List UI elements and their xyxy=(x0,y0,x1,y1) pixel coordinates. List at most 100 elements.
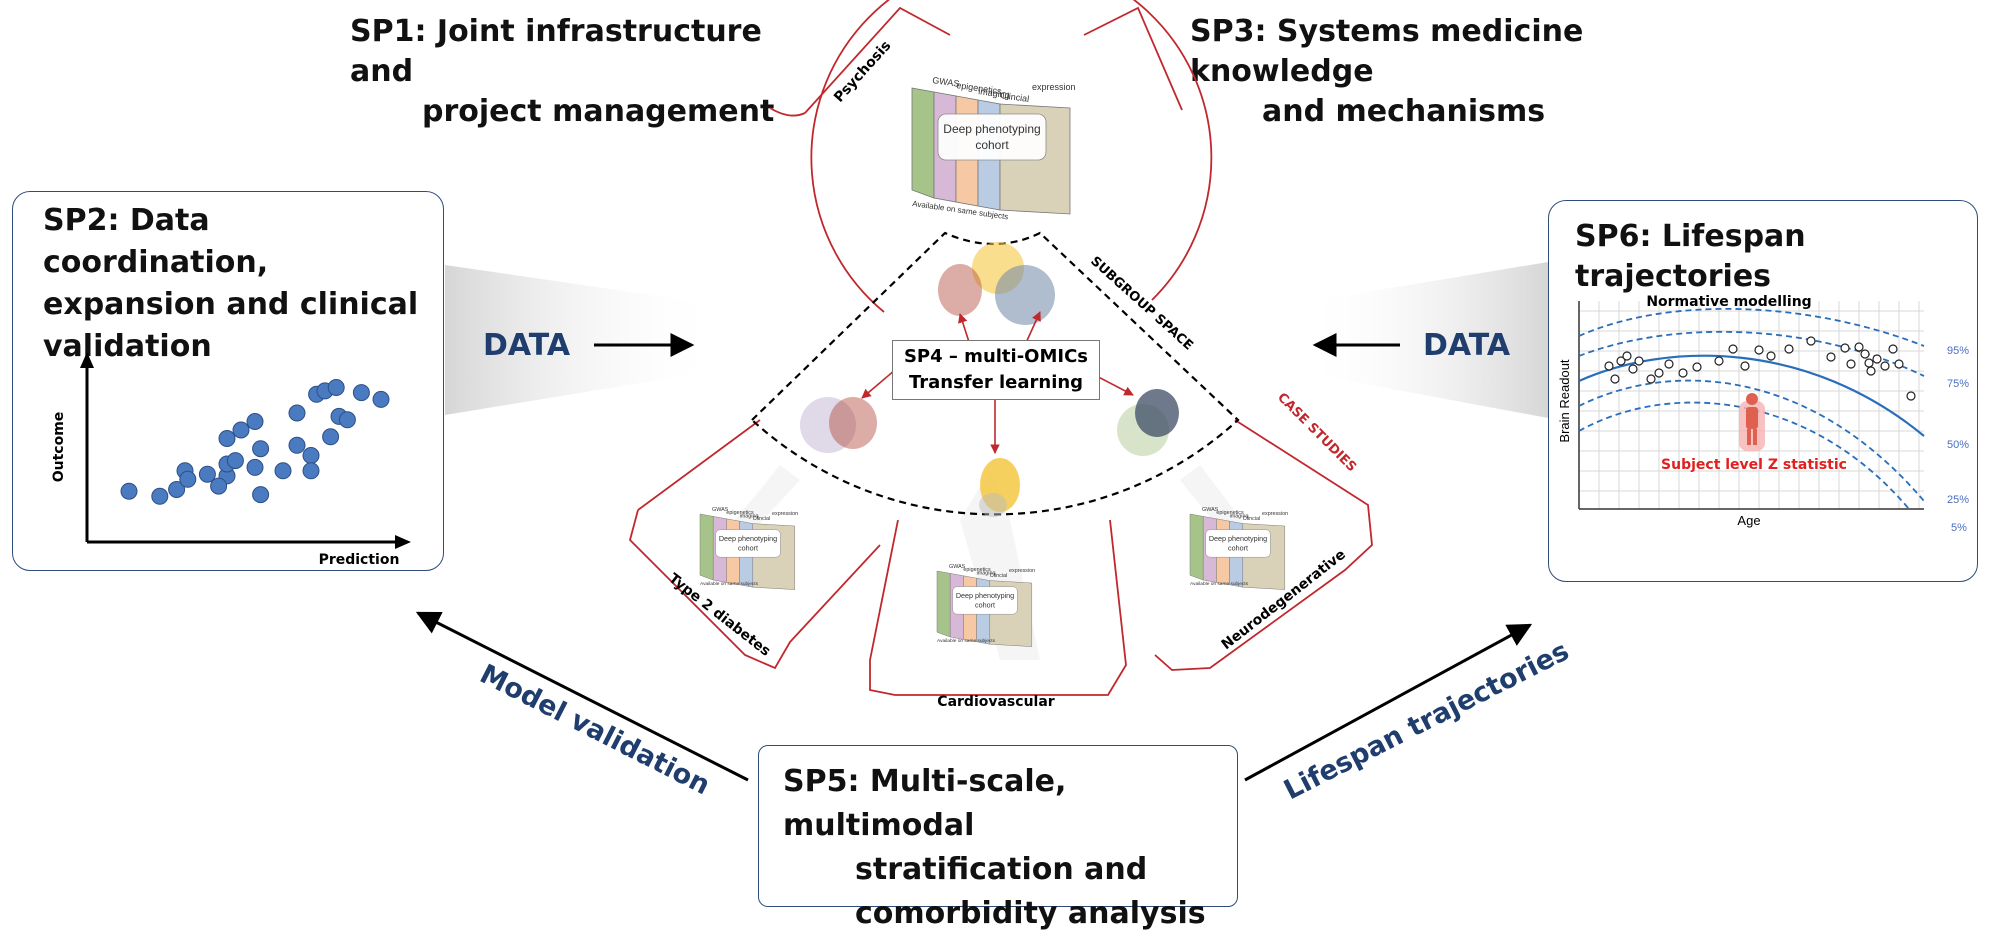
sp5-title-line1: SP5: Multi-scale, multimodal xyxy=(783,764,1067,843)
curve-5 xyxy=(1578,401,1910,510)
model-validation-label: Model validation xyxy=(475,659,715,802)
omics-center-line1: Deep phenotyping xyxy=(1209,534,1267,543)
omics-layer-expression: expression xyxy=(1032,82,1076,92)
sp3-title-line1: SP3: Systems medicine knowledge xyxy=(1190,14,1584,89)
omics-bottom-label: Available on same subjects xyxy=(700,581,759,587)
sp2-scatter-point xyxy=(179,470,197,488)
sp2-scatter-point xyxy=(168,481,186,498)
curve-95 xyxy=(1578,307,1925,347)
omics-layer-gwas: GWAS xyxy=(932,75,960,89)
sp2-scatter-point xyxy=(232,421,250,439)
sp2-scatter-point xyxy=(120,482,138,500)
sp2-scatter-point xyxy=(252,440,270,458)
omics-layer-epigenetics: epigenetics xyxy=(963,567,991,573)
omics-center-line1: Deep phenotyping xyxy=(719,534,777,543)
subject-figure-icon xyxy=(1739,393,1765,451)
sp2-scatter-point xyxy=(246,413,264,430)
sp4-box: SP4 – multi-OMICs Transfer learning xyxy=(892,340,1100,400)
omics-layer-imaging: imaging xyxy=(1230,514,1249,520)
sp5-box: SP5: Multi-scale, multimodal stratificat… xyxy=(758,745,1238,931)
omics-stack-neuro: Deep phenotyping cohort GWAS epigenetics… xyxy=(1189,507,1288,590)
omics-bottom-label: Available on same subjects xyxy=(937,638,996,644)
sp1-title: SP1: Joint infrastructure and project ma… xyxy=(350,12,780,132)
sp2-title-line1: SP2: Data coordination, xyxy=(43,203,269,280)
sp2-scatter-point xyxy=(151,487,169,505)
sp2-scatter-point xyxy=(327,379,345,396)
sp6-title: SP6: Lifespan trajectories xyxy=(1575,219,1806,294)
sp4-line2: Transfer learning xyxy=(908,372,1084,393)
omics-layer-gwas: GWAS xyxy=(712,507,729,513)
sp2-scatter-point xyxy=(302,462,320,480)
sp6-x-axis-label: Age xyxy=(1737,513,1760,528)
omics-center-line1: Deep phenotyping xyxy=(943,122,1040,136)
sp3-title-line2: and mechanisms xyxy=(1262,94,1546,129)
cardiovascular-label: Cardiovascular xyxy=(937,694,1054,710)
lifespan-trajectories-label: Lifespan trajectories xyxy=(1279,636,1574,807)
omics-layer-clinical: Clincial xyxy=(1243,516,1260,522)
omics-stack-type2: Deep phenotyping cohort GWAS epigenetics… xyxy=(699,507,798,590)
model-validation-arrow xyxy=(415,611,749,782)
data-funnels xyxy=(445,262,1548,418)
central-diagram: SUBGROUP SPACE CASE STUDIES Psychosis Ty… xyxy=(415,0,1574,807)
case-studies-label: CASE STUDIES xyxy=(1274,390,1359,475)
sp1-title-line2: project management xyxy=(422,94,775,129)
subgroup-ellipses xyxy=(800,242,1179,517)
omics-layer-gwas: GWAS xyxy=(949,564,966,570)
omics-layer-epigenetics: epigenetics xyxy=(726,510,754,516)
omics-layer-imaging: imaging xyxy=(977,571,996,577)
omics-layer-imaging: imaging xyxy=(740,514,759,520)
sp2-title-line3: validation xyxy=(43,329,212,364)
omics-center-line2: cohort xyxy=(738,544,758,553)
sp6-subject-points xyxy=(1604,336,1916,401)
subgroup-space-label: SUBGROUP SPACE xyxy=(1087,254,1195,354)
sp2-scatter-point xyxy=(226,452,244,470)
type2-petal xyxy=(628,419,881,670)
omics-layer-epigenetics: epigenetics xyxy=(1216,510,1244,516)
omics-layer-clinical: Clincial xyxy=(990,573,1007,579)
case-study-petals xyxy=(628,419,1373,696)
omics-layer-expression: expression xyxy=(772,511,798,517)
curve-50 xyxy=(1578,354,1925,437)
sp6-subject-annotation: Subject level Z statistic xyxy=(1661,457,1847,473)
sp2-scatter-plot: Outcome Prediction xyxy=(51,352,411,568)
pct-75: 75% xyxy=(1947,378,1969,390)
pct-50: 50% xyxy=(1947,439,1969,451)
right-data-funnel xyxy=(1300,262,1548,418)
omics-center-line2: cohort xyxy=(975,138,1009,152)
sp6-percentile-labels: 95% 75% 50% 25% 5% xyxy=(1947,345,1969,534)
sp6-y-axis-label: Brain Readout xyxy=(1557,359,1572,442)
data-label-right: DATA xyxy=(1423,328,1511,363)
sp2-box: SP2: Data coordination, expansion and cl… xyxy=(12,191,444,571)
sp2-x-axis-label: Prediction xyxy=(319,552,400,568)
pct-25: 25% xyxy=(1947,494,1969,506)
cardio-petal xyxy=(869,519,1127,696)
sp2-scatter-point xyxy=(372,390,390,408)
omics-center-line1: Deep phenotyping xyxy=(956,591,1014,600)
sp2-scatter-point xyxy=(246,458,264,476)
sp2-title-line2: expansion and clinical xyxy=(43,287,419,322)
omics-layer-expression: expression xyxy=(1262,511,1288,517)
sp2-scatter-point xyxy=(210,477,228,495)
omics-stack-cardio: Deep phenotyping cohort GWAS epigenetics… xyxy=(936,564,1035,647)
sp6-chart-title: Normative modelling xyxy=(1646,294,1811,310)
omics-layer-expression: expression xyxy=(1009,568,1035,574)
sp6-normative-chart: Normative modelling Brain Readout Age xyxy=(1557,294,1969,534)
omics-layer-gwas: GWAS xyxy=(1202,507,1219,513)
sp2-scatter-point xyxy=(322,428,340,446)
sp1-title-line1: SP1: Joint infrastructure and xyxy=(350,14,762,89)
omics-stack-psychosis: Deep phenotyping cohort GWAS epigenetics… xyxy=(911,75,1076,221)
sp2-title: SP2: Data coordination, expansion and cl… xyxy=(43,200,443,368)
sp3-title: SP3: Systems medicine knowledge and mech… xyxy=(1190,12,1710,132)
sp2-scatter-point xyxy=(252,486,270,504)
sp2-scatter-point xyxy=(352,384,370,402)
omics-bottom-label: Available on same subjects xyxy=(1190,581,1249,587)
psychosis-region xyxy=(769,0,1213,313)
sp6-box: SP6: Lifespan trajectories Normative mod… xyxy=(1548,200,1978,582)
sp5-title-line3: comorbidity analysis xyxy=(855,896,1206,931)
sp5-title: SP5: Multi-scale, multimodal stratificat… xyxy=(783,760,1237,936)
pct-5: 5% xyxy=(1951,522,1967,534)
curve-25 xyxy=(1578,379,1925,502)
sp2-y-axis-label: Outcome xyxy=(51,412,67,483)
omics-center-line2: cohort xyxy=(1228,544,1248,553)
sp4-line1: SP4 – multi-OMICs xyxy=(903,346,1089,367)
